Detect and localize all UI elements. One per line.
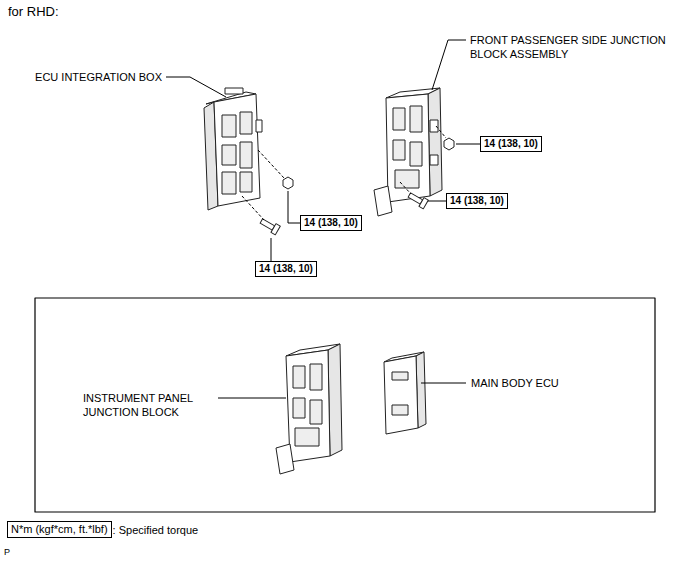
mount-clip <box>430 155 438 165</box>
torque-value: 14 (138, 10) <box>304 217 358 229</box>
leader-line <box>432 40 466 90</box>
torque-value: 14 (138, 10) <box>484 138 538 150</box>
nut-symbol <box>283 177 293 189</box>
connector-socket <box>393 108 405 130</box>
torque-spec-box: 14 (138, 10) <box>300 215 362 231</box>
junction-block-front <box>286 350 330 462</box>
connector-socket <box>240 172 252 192</box>
ecu-front <box>384 356 418 434</box>
assembly-line <box>400 182 411 194</box>
bolt-shank <box>408 193 423 204</box>
torque-legend-box: N*m (kgf*cm, ft.*lbf) <box>7 521 112 538</box>
torque-spec-box: 14 (138, 10) <box>255 261 317 277</box>
leader-line <box>421 383 466 384</box>
part-label: MAIN BODY ECU <box>471 376 559 390</box>
connector-socket <box>393 140 405 160</box>
ecu-box-bracket <box>225 88 243 94</box>
connector-socket <box>240 142 252 168</box>
torque-spec-box: 14 (138, 10) <box>446 193 508 209</box>
connector-socket <box>293 366 305 388</box>
connector-socket <box>310 364 322 390</box>
bolt-symbol <box>259 217 280 235</box>
group-frame <box>35 298 655 512</box>
bolt-shank <box>260 219 275 230</box>
torque-value: N*m (kgf*cm, ft.*lbf) <box>11 523 108 536</box>
leader-line <box>456 144 480 145</box>
leader-line <box>218 398 286 399</box>
connector-socket <box>310 400 322 424</box>
leader-line <box>166 77 226 97</box>
junction-block-bracket <box>276 444 294 474</box>
part-label: ECU INTEGRATION BOX <box>35 70 162 84</box>
part-label: INSTRUMENT PANEL JUNCTION BLOCK <box>83 391 233 419</box>
connector-socket <box>410 142 422 166</box>
bolt-head <box>419 198 428 209</box>
note-label: for RHD: <box>8 4 59 20</box>
connector-socket <box>293 398 305 418</box>
connector-socket <box>392 405 408 415</box>
connector-socket <box>392 372 408 380</box>
connector-socket <box>240 112 252 134</box>
assembly-line <box>258 150 284 178</box>
assembly-line <box>242 196 264 220</box>
junction-block-bracket <box>374 186 392 216</box>
part-label: FRONT PASSENGER SIDE JUNCTION BLOCK ASSE… <box>470 33 670 61</box>
nut-symbol <box>444 138 454 150</box>
junction-block-front <box>386 94 430 202</box>
ecu-box-front <box>214 94 260 206</box>
torque-spec-box: 14 (138, 10) <box>480 136 542 152</box>
connector-socket <box>222 172 236 194</box>
connector-socket <box>222 115 236 137</box>
note-label: : Specified torque <box>113 523 199 537</box>
connector-socket <box>410 106 422 132</box>
leader-line <box>428 201 446 202</box>
mount-clip <box>430 120 438 132</box>
assembly-line <box>436 126 446 138</box>
mount-clip <box>256 120 262 132</box>
torque-value: 14 (138, 10) <box>259 263 313 275</box>
torque-value: 14 (138, 10) <box>450 195 504 207</box>
connector-socket <box>395 170 419 188</box>
bolt-head <box>271 224 280 235</box>
leader-line <box>288 191 300 223</box>
connector-socket <box>222 145 236 165</box>
leader-line <box>271 238 272 261</box>
connector-socket <box>295 428 319 446</box>
figure-code: P <box>4 546 10 558</box>
